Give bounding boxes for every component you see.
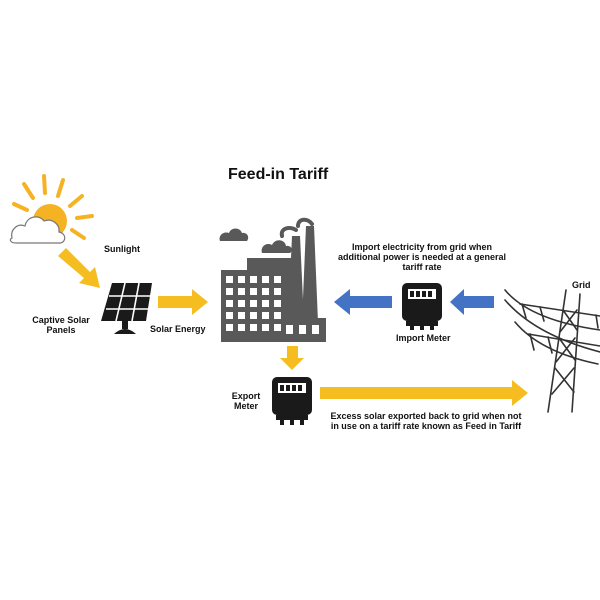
factory-window (286, 325, 293, 334)
sunlight-label: Sunlight (104, 244, 140, 254)
captive-solar-panels-label: Captive Solar Panels (28, 315, 94, 335)
sun-cloud-icon (9, 174, 94, 244)
import-arrow-from-grid (450, 289, 494, 315)
sunlight-arrow (58, 248, 100, 288)
factory-window (262, 324, 269, 331)
factory-window (250, 324, 257, 331)
factory-window (226, 324, 233, 331)
electric-meter-icon-export (272, 377, 312, 425)
factory-window (299, 325, 306, 334)
import-note-line1: Import electricity from grid when (351, 242, 493, 252)
solar-panel-icon (101, 282, 152, 334)
factory-window (226, 300, 233, 307)
export-to-grid-arrow (320, 380, 528, 406)
factory-window (262, 312, 269, 319)
electric-meter-icon (402, 283, 442, 330)
factory-window (238, 324, 245, 331)
factory-window (274, 276, 281, 283)
factory-window (226, 288, 233, 295)
factory-window (250, 300, 257, 307)
factory-window (226, 276, 233, 283)
cloud-icon (219, 228, 249, 241)
factory-icon (221, 217, 326, 342)
factory-window (274, 312, 281, 319)
import-arrow-to-factory (334, 289, 392, 315)
export-note: Excess solar exported back to grid when … (318, 411, 534, 431)
export-meter-label-line1: Export (231, 391, 261, 401)
factory-window (262, 288, 269, 295)
grid-label: Grid (572, 280, 591, 290)
factory-window (226, 312, 233, 319)
export-note-line1: Excess solar exported back to grid when … (330, 411, 522, 421)
power-pylon-icon (504, 289, 600, 413)
page-title: Feed-in Tariff (228, 166, 329, 183)
factory-window (262, 276, 269, 283)
captive-solar-panels-label-line1: Captive Solar (32, 315, 90, 325)
factory-window (312, 325, 319, 334)
captive-solar-panels-label-line2: Panels (46, 325, 76, 335)
factory-window (274, 300, 281, 307)
export-meter-label: Export Meter (226, 391, 266, 411)
factory-window (250, 312, 257, 319)
factory-window (250, 288, 257, 295)
import-note: Import electricity from grid when additi… (336, 242, 508, 272)
factory-window (238, 288, 245, 295)
factory-window (250, 276, 257, 283)
import-note-line2: additional power is needed at a general (337, 252, 507, 262)
factory-window (274, 288, 281, 295)
solar-energy-label: Solar Energy (150, 324, 206, 334)
cloud-icon-2 (261, 240, 292, 253)
solar-energy-arrow (158, 289, 208, 315)
factory-window (262, 300, 269, 307)
factory-window (238, 300, 245, 307)
factory-window (238, 276, 245, 283)
export-meter-label-line2: Meter (233, 401, 258, 411)
export-note-line2: in use on a tariff rate known as Feed in… (330, 421, 522, 431)
factory-window (274, 324, 281, 331)
import-meter-label: Import Meter (396, 333, 451, 343)
factory-window (238, 312, 245, 319)
import-note-line3: tariff rate (402, 262, 442, 272)
export-down-arrow (280, 346, 304, 370)
